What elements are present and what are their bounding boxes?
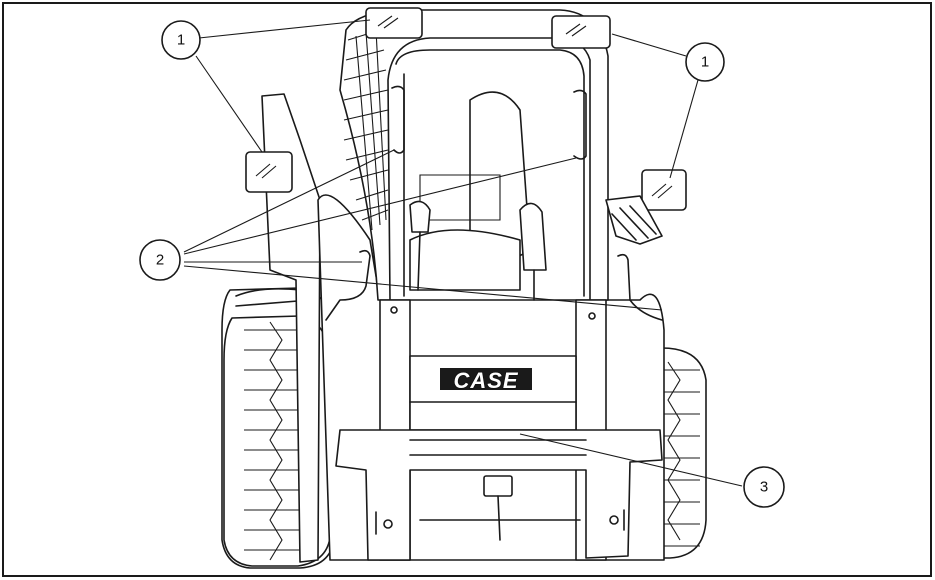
light-top-right: [551, 15, 611, 49]
callout-1-right: 1: [685, 42, 725, 82]
light-top-left: [365, 7, 423, 39]
case-logo: CASE: [453, 368, 518, 393]
hydraulic-couplers: [605, 195, 663, 245]
grab-handles: [325, 85, 663, 321]
svg-text:2: 2: [156, 252, 164, 269]
svg-text:3: 3: [760, 479, 768, 496]
svg-text:1: 1: [177, 32, 185, 49]
rear-counterweight: [335, 429, 663, 561]
left-lift-arm: [261, 93, 321, 563]
rear-panel: CASE: [409, 355, 577, 431]
light-side-right: [641, 169, 687, 211]
callout-1-left: 1: [161, 20, 201, 60]
callout-2: 2: [139, 239, 181, 281]
callout-3: 3: [743, 466, 785, 508]
operator-seat: [409, 91, 531, 291]
svg-text:1: 1: [701, 54, 709, 71]
leader-lines: [183, 19, 743, 487]
work-lights: [245, 7, 687, 211]
control-levers: [409, 200, 547, 301]
